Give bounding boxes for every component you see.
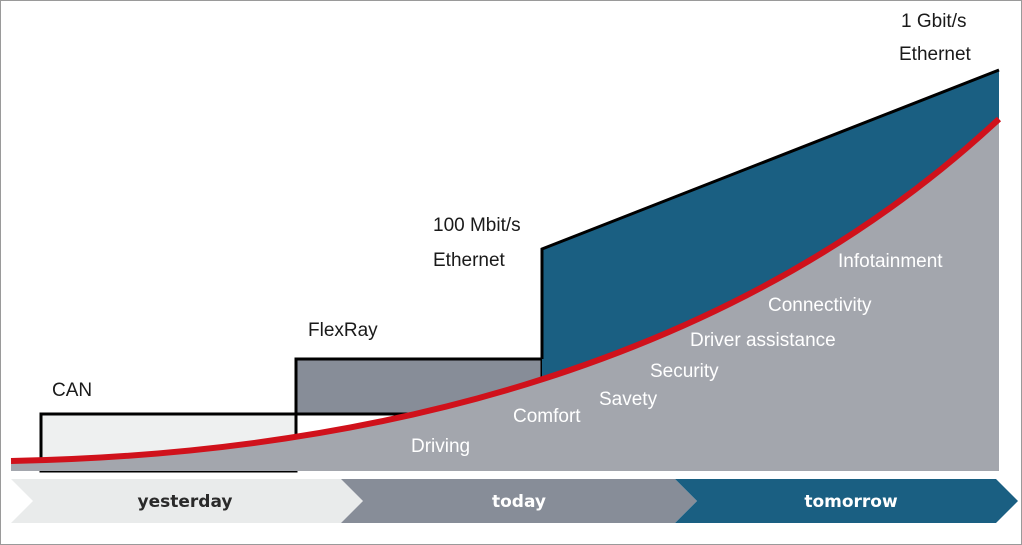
eth100-label-line2: Ethernet <box>433 250 506 271</box>
timeline-yesterday <box>11 479 363 523</box>
app-label-driving: Driving <box>411 436 470 457</box>
app-label-driver-assistance: Driver assistance <box>690 330 836 351</box>
timeline-tomorrow-label: tomorrow <box>804 492 898 512</box>
timeline-today-label: today <box>492 492 546 512</box>
flexray-label: FlexRay <box>308 320 378 341</box>
app-label-infotainment: Infotainment <box>838 251 943 272</box>
demand-curve <box>10 116 1002 464</box>
app-label-connectivity: Connectivity <box>768 295 872 316</box>
eth1g-label-line2: Ethernet <box>899 44 972 65</box>
eth100-label-line1: 100 Mbit/s <box>433 215 521 236</box>
ethernet-outline <box>540 68 1000 359</box>
can-label: CAN <box>52 380 92 401</box>
eth1g-label-line1: 1 Gbit/s <box>901 11 966 32</box>
timeline-today <box>341 479 697 523</box>
app-label-comfort: Comfort <box>513 406 581 427</box>
timeline-tomorrow <box>675 479 1018 523</box>
timeline-yesterday-label: yesterday <box>138 492 233 512</box>
demand-area <box>11 119 999 471</box>
app-label-security: Security <box>650 361 719 382</box>
app-label-savety: Savety <box>599 389 658 410</box>
